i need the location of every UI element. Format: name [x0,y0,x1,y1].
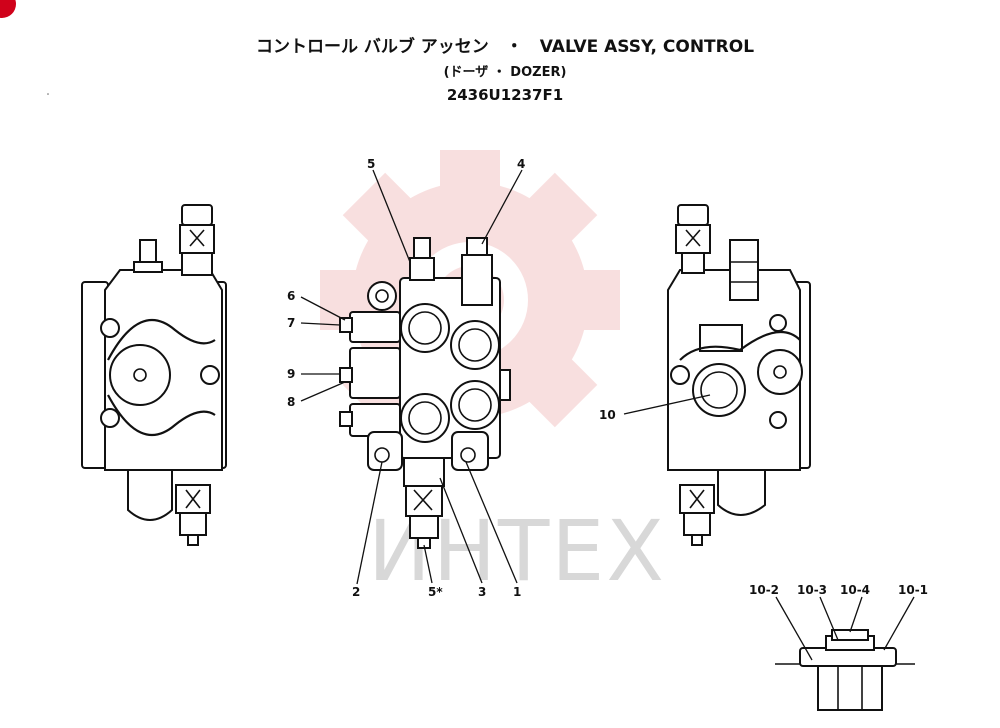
callout-7: 7 [287,316,295,330]
title-line-1: コントロール バルブ アッセン ・ VALVE ASSY, CONTROL [256,36,754,57]
valve-center-view [339,237,511,549]
callout-3: 3 [478,585,486,599]
callout-10-3: 10-3 [797,583,827,597]
stray-dot [47,93,49,95]
title-line-2: (ドーザ ・ DOZER) [444,65,567,80]
callout-5-bottom: 5* [428,585,443,599]
callout-10: 10 [599,408,616,422]
callouts: 5 4 6 7 9 8 10 2 5* 3 1 10-2 10-3 10-4 1… [287,157,928,599]
detail-plug-10 [775,629,915,711]
part-number: 2436U1237F1 [447,86,563,104]
callout-10-4: 10-4 [840,583,870,597]
callout-5-top: 5 [367,157,375,171]
callout-10-1: 10-1 [898,583,928,597]
leader-lines [300,169,915,661]
callout-4: 4 [517,157,525,171]
callout-10-2: 10-2 [749,583,779,597]
valve-right-view [667,204,811,546]
callout-8: 8 [287,395,295,409]
valve-left-view [81,204,227,546]
callout-2: 2 [352,585,360,599]
callout-6: 6 [287,289,295,303]
callout-9: 9 [287,367,295,381]
callout-1: 1 [513,585,521,599]
corner-badge [0,0,16,18]
